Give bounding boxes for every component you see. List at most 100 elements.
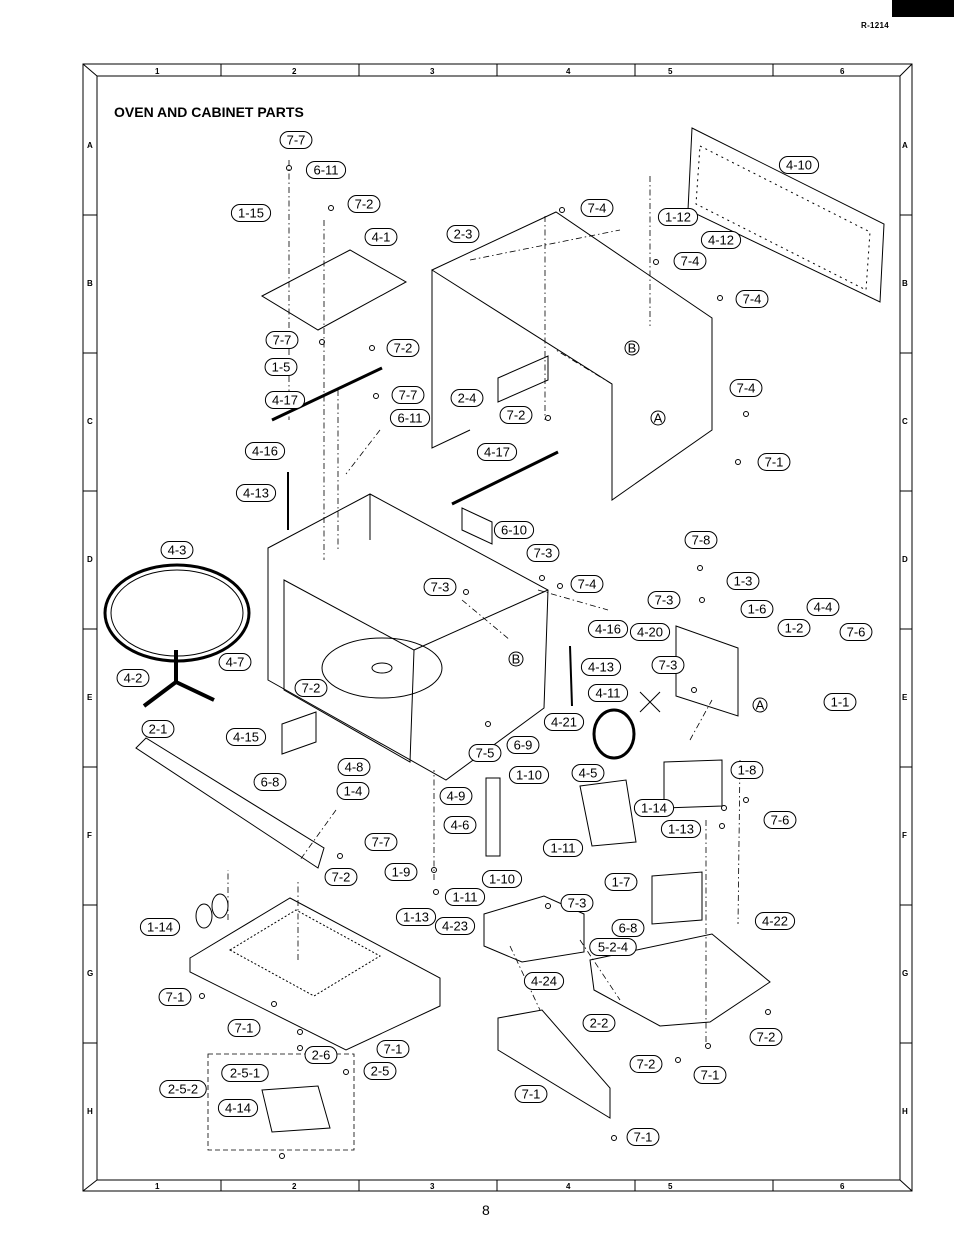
- callout-bubble: [778, 156, 820, 174]
- callout-label: 7-6: [771, 813, 790, 828]
- marker-circle: [508, 651, 524, 667]
- part-callout: 2-1: [141, 720, 175, 738]
- inverter-box: [483, 895, 585, 963]
- callout-label: 4-24: [531, 974, 557, 989]
- callout-label: 7-7: [399, 388, 418, 403]
- callout-label: 2-5: [371, 1064, 390, 1079]
- callout-bubble: [589, 938, 637, 956]
- callout-bubble: [560, 894, 594, 912]
- rail: [451, 450, 559, 506]
- callout-bubble: [481, 870, 523, 888]
- callout-bubble: [444, 888, 486, 906]
- grid-row-label: B: [87, 279, 93, 288]
- part-callout: 7-1: [693, 1066, 727, 1084]
- part-callout: 1-2: [777, 619, 811, 637]
- callout-bubble: [304, 1046, 338, 1064]
- part-callout: 1-14: [139, 918, 181, 936]
- screw: [431, 867, 437, 873]
- part-callout: 4-24: [523, 972, 565, 990]
- outer-cabinet-edge: [555, 349, 613, 385]
- parts-drawing: [103, 127, 885, 1159]
- callout-label: 4-16: [595, 622, 621, 637]
- callout-bubble: [542, 839, 584, 857]
- callout-bubble: [726, 572, 760, 590]
- part-callout: 1-6: [740, 600, 774, 618]
- callout-label: 2-2: [590, 1016, 609, 1031]
- part-callout: 2-5-2: [159, 1080, 207, 1098]
- part-callout: 4-21: [543, 713, 585, 731]
- screw: [373, 393, 379, 399]
- callout-label: 1-15: [238, 206, 264, 221]
- callout-bubble: [587, 620, 629, 638]
- callout-bubble: [526, 544, 560, 562]
- cavity-floor-ring: [321, 637, 443, 699]
- callout-label: 7-4: [681, 254, 700, 269]
- connection-marker: A: [752, 697, 768, 713]
- callout-label: 7-4: [737, 381, 756, 396]
- grid-column-label: 6: [840, 67, 845, 76]
- part-callout: 4-11: [587, 684, 629, 702]
- callout-label: 2-6: [312, 1048, 331, 1063]
- grid-column-label: 1: [155, 1182, 160, 1191]
- part-labels: 7-76-111-157-24-17-77-21-57-74-176-114-1…: [116, 131, 873, 1146]
- part-callout: 7-4: [673, 252, 707, 270]
- part-callout: 4-17: [476, 443, 518, 461]
- part-callout: 6-11: [389, 409, 431, 427]
- callout-bubble: [227, 1019, 261, 1037]
- callout-label: 4-13: [243, 486, 269, 501]
- callout-bubble: [629, 623, 671, 641]
- grid-row-label: D: [87, 555, 93, 564]
- part-callout: 7-7: [364, 833, 398, 851]
- callout-label: 4-13: [588, 660, 614, 675]
- callout-bubble: [423, 578, 457, 596]
- callout-bubble: [633, 799, 675, 817]
- callout-bubble: [337, 758, 371, 776]
- callout-bubble: [324, 868, 358, 886]
- callout-label: 7-2: [757, 1030, 776, 1045]
- fan-blade: [639, 691, 661, 713]
- part-callout: 4-20: [629, 623, 671, 641]
- callout-bubble: [264, 358, 298, 376]
- callout-label: 4-17: [484, 445, 510, 460]
- callout-bubble: [604, 873, 638, 891]
- callout-bubble: [735, 290, 769, 308]
- cover-group-outline: [207, 1053, 355, 1151]
- grid-row-label: H: [902, 1107, 908, 1116]
- grid-column-label: 4: [566, 67, 571, 76]
- callout-label: 6-11: [397, 411, 422, 426]
- assembly-line: [579, 939, 621, 1001]
- part-callout: 6-8: [253, 773, 287, 791]
- part-callout: 1-8: [730, 761, 764, 779]
- callout-bubble: [493, 521, 535, 539]
- oven-cavity-front: [283, 579, 415, 763]
- callout-bubble: [611, 919, 645, 937]
- part-callout: 7-4: [580, 199, 614, 217]
- callout-label: 7-1: [384, 1042, 403, 1057]
- callout-bubble: [443, 816, 477, 834]
- callout-label: 4-3: [168, 543, 187, 558]
- marker-letter: A: [756, 698, 765, 713]
- screw: [271, 1001, 277, 1007]
- grid-column-label: 1: [155, 67, 160, 76]
- callout-label: 2-5-2: [168, 1082, 198, 1097]
- callout-bubble: [160, 541, 194, 559]
- grid-row-label: G: [87, 969, 93, 978]
- page-number: 8: [482, 1202, 490, 1218]
- part-callout: 7-2: [629, 1055, 663, 1073]
- callout-label: 7-7: [273, 333, 292, 348]
- part-callout: 2-2: [582, 1014, 616, 1032]
- part-callout: 4-17: [264, 391, 306, 409]
- part-callout: 4-23: [434, 917, 476, 935]
- rail: [271, 366, 383, 422]
- part-callout: 4-7: [218, 653, 252, 671]
- callout-bubble: [347, 195, 381, 213]
- screw: [743, 797, 749, 803]
- lamp-bulb: [195, 903, 213, 929]
- part-callout: 4-2: [116, 669, 150, 687]
- callout-label: 4-1: [372, 230, 391, 245]
- magnetron-cover: [579, 779, 637, 847]
- callout-bubble: [523, 972, 565, 990]
- screw: [286, 165, 292, 171]
- part-callout: 7-2: [294, 679, 328, 697]
- part-callout: 7-1: [514, 1085, 548, 1103]
